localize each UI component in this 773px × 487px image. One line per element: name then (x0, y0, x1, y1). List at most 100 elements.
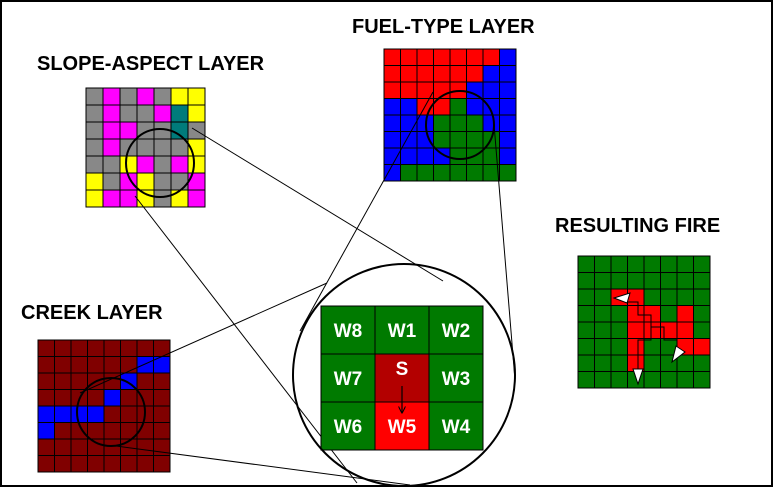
result-cell (643, 338, 661, 356)
creek-cell (87, 422, 105, 440)
result-cell (594, 288, 612, 306)
result-cell (594, 305, 612, 323)
connector-fuel-right (493, 123, 516, 381)
creek-cell (54, 356, 72, 374)
fuel-cell (400, 98, 418, 116)
connector-creek-top (79, 282, 328, 394)
fuel-cell (499, 164, 517, 182)
neighborhood-cell (428, 353, 484, 403)
slope-selection-circle (125, 128, 195, 198)
slope-cell (170, 87, 189, 106)
neighborhood-cell (374, 305, 430, 355)
slope-cell (187, 87, 206, 106)
neighborhood-label-w1: W1 (388, 321, 417, 342)
creek-selection-circle (76, 377, 146, 447)
creek-cell (54, 372, 72, 390)
creek-cell (70, 438, 88, 456)
slope-cell (102, 104, 121, 123)
result-cell (676, 272, 694, 290)
resulting-fire-grid (577, 255, 711, 389)
result-cell (660, 321, 678, 339)
neighborhood-cell (428, 305, 484, 355)
result-cell (693, 371, 711, 389)
result-cell (643, 354, 661, 372)
fuel-cell (466, 164, 484, 182)
fuel-cell (466, 48, 484, 66)
slope-cell (85, 172, 104, 191)
creek-cell (153, 405, 171, 423)
creek-cell (136, 372, 154, 390)
creek-cell (103, 405, 121, 423)
fuel-cell (449, 147, 467, 165)
result-cell (594, 371, 612, 389)
fuel-cell (433, 114, 451, 132)
fuel-cell (400, 114, 418, 132)
slope-cell (85, 189, 104, 208)
result-cell (577, 272, 595, 290)
result-cell (627, 305, 645, 323)
creek-cell (136, 339, 154, 357)
creek-cell (120, 389, 138, 407)
slope-cell (187, 104, 206, 123)
creek-cell (54, 389, 72, 407)
slope-cell (170, 104, 189, 123)
fuel-cell (433, 164, 451, 182)
result-cell (660, 371, 678, 389)
creek-cell (103, 422, 121, 440)
fire-path-arrows (612, 292, 686, 386)
neighborhood-label-w4: W4 (442, 417, 471, 438)
title-creek: CREEK LAYER (21, 302, 163, 324)
fuel-type-grid (383, 48, 517, 182)
creek-cell (87, 356, 105, 374)
slope-cell (136, 189, 155, 208)
creek-cell (153, 372, 171, 390)
fuel-cell (416, 65, 434, 83)
fuel-cell (449, 114, 467, 132)
creek-cell (70, 405, 88, 423)
fire-arrowhead-southeast (671, 345, 686, 364)
creek-cell (153, 422, 171, 440)
result-cell (643, 288, 661, 306)
slope-cell (119, 121, 138, 140)
creek-cell (87, 339, 105, 357)
fuel-cell (449, 98, 467, 116)
title-resulting-fire: RESULTING FIRE (555, 215, 720, 237)
slope-cell (136, 104, 155, 123)
slope-cell (170, 155, 189, 174)
creek-cell (70, 339, 88, 357)
result-cell (660, 288, 678, 306)
fuel-cell (433, 131, 451, 149)
result-cell (610, 255, 628, 273)
fuel-cell (499, 114, 517, 132)
result-cell (676, 305, 694, 323)
neighborhood-label-s: S (396, 359, 409, 380)
fuel-cell (383, 147, 401, 165)
creek-cell (103, 455, 121, 473)
result-cell (693, 272, 711, 290)
result-cell (577, 371, 595, 389)
result-cell (693, 288, 711, 306)
result-cell (627, 272, 645, 290)
fuel-cell (466, 65, 484, 83)
result-cell (676, 354, 694, 372)
slope-cell (187, 155, 206, 174)
fuel-cell (482, 48, 500, 66)
result-cell (676, 321, 694, 339)
fuel-cell (449, 65, 467, 83)
connector-lines (79, 91, 516, 486)
fire-arrowhead-northwest (612, 292, 631, 304)
result-cell (693, 338, 711, 356)
result-cell (627, 321, 645, 339)
creek-cell (153, 455, 171, 473)
result-cell (577, 255, 595, 273)
neighborhood-cell (428, 401, 484, 451)
result-cell (577, 338, 595, 356)
result-cell (610, 272, 628, 290)
creek-cell (37, 455, 55, 473)
neighborhood-label-w6: W6 (334, 417, 363, 438)
slope-aspect-grid (85, 87, 206, 208)
connector-slope-top (191, 127, 444, 282)
neighborhood-label-w2: W2 (442, 321, 471, 342)
